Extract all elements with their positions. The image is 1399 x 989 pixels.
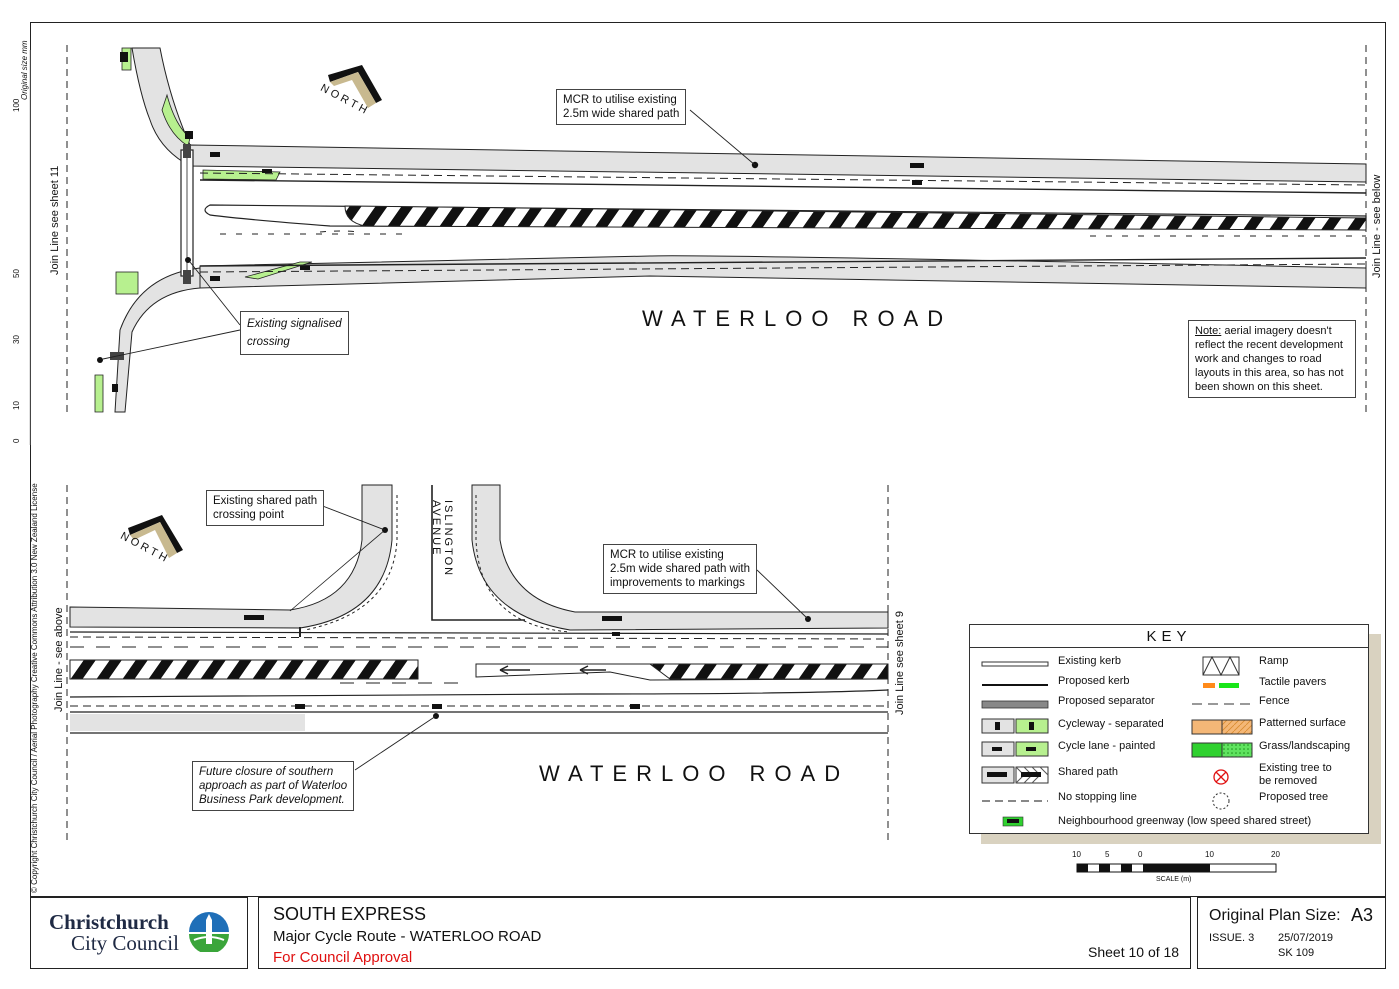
scale-label: 5 [1105,850,1110,859]
project-subtitle: Major Cycle Route - WATERLOO ROAD [273,928,542,945]
key-title: KEY [970,625,1368,648]
top-callout-crossing: Existing signalised crossing [240,311,349,355]
approval-status: For Council Approval [273,949,413,966]
key-item-left: Cycle lane - painted [1058,740,1156,752]
top-join-right: Join Line - see below [1371,174,1383,278]
logo-line1: Christchurch [49,910,169,934]
logo-line2: City Council [71,931,179,955]
drawing-frame [30,22,1386,897]
bottom-road-name: WATERLOO ROAD [539,761,850,786]
scale-label: 10 [1072,850,1081,859]
council-logo-icon [189,912,229,952]
scale-label: 0 [1138,850,1143,859]
title-block-logo: Christchurch City Council [30,897,248,969]
key-item-left: Shared path [1058,766,1118,778]
bottom-panel [66,484,889,840]
top-note: Note: aerial imagery doesn't reflect the… [1188,320,1356,398]
top-join-left: Join Line see sheet 11 [49,165,61,275]
key-item-left: Proposed separator [1058,695,1155,707]
top-road-name: WATERLOO ROAD [642,306,953,331]
bottom-join-right: Join Line see sheet 9 [894,611,906,715]
plan-size-label: Original Plan Size: [1209,907,1341,924]
key-item-right: Fence [1259,695,1290,707]
scale-caption: SCALE (m) [1156,876,1192,883]
bottom-join-left: Join Line - see above [53,607,65,712]
key-item-left: Cycleway - separated [1058,718,1164,730]
bottom-callout-crossing-point: Existing shared path crossing point [206,490,325,526]
sheet-number: Sheet 10 of 18 [1088,944,1180,960]
bottom-callout-mcr: MCR to utilise existing 2.5m wide shared… [603,544,757,594]
top-callout-mcr: MCR to utilise existing 2.5m wide shared… [556,89,687,125]
islington-line1: ISLINGTON [442,500,454,578]
issue-number: ISSUE. 3 [1209,932,1255,944]
issue-date: 25/07/2019 [1278,932,1334,944]
key-item-left: Proposed kerb [1058,675,1130,687]
key-greenway: Neighbourhood greenway (low speed shared… [1058,815,1312,827]
key-item-right: Tactile pavers [1259,676,1327,688]
scale-bar [1076,863,1277,873]
note-text: aerial imagery doesn't reflect the recen… [1195,325,1344,393]
plan-size-value: A3 [1351,905,1374,925]
key-item-right: Grass/landscaping [1259,740,1351,752]
project-title: SOUTH EXPRESS [273,904,427,924]
bottom-callout-closure: Future closure of southern approach as p… [192,761,355,811]
key-item-left: No stopping line [1058,791,1137,803]
note-label: Note: [1195,325,1222,337]
scale-label: 10 [1205,850,1214,859]
title-block-main: SOUTH EXPRESS Major Cycle Route - WATERL… [258,897,1191,969]
key-item-right: Existing tree to be removed [1259,762,1332,787]
key-item-right: Proposed tree [1259,791,1329,803]
scale-label: 20 [1271,850,1280,859]
islington-line2: AVENUE [430,500,442,557]
key-swatches [981,655,1253,827]
drawing-ref: SK 109 [1278,947,1315,959]
key-item-left: Existing kerb [1058,655,1121,667]
top-panel [29,45,1367,445]
key-item-right: Ramp [1259,655,1289,667]
title-block-info: Original Plan Size: A3 ISSUE. 3 25/07/20… [1197,897,1386,969]
key-item-right: Patterned surface [1259,717,1346,729]
